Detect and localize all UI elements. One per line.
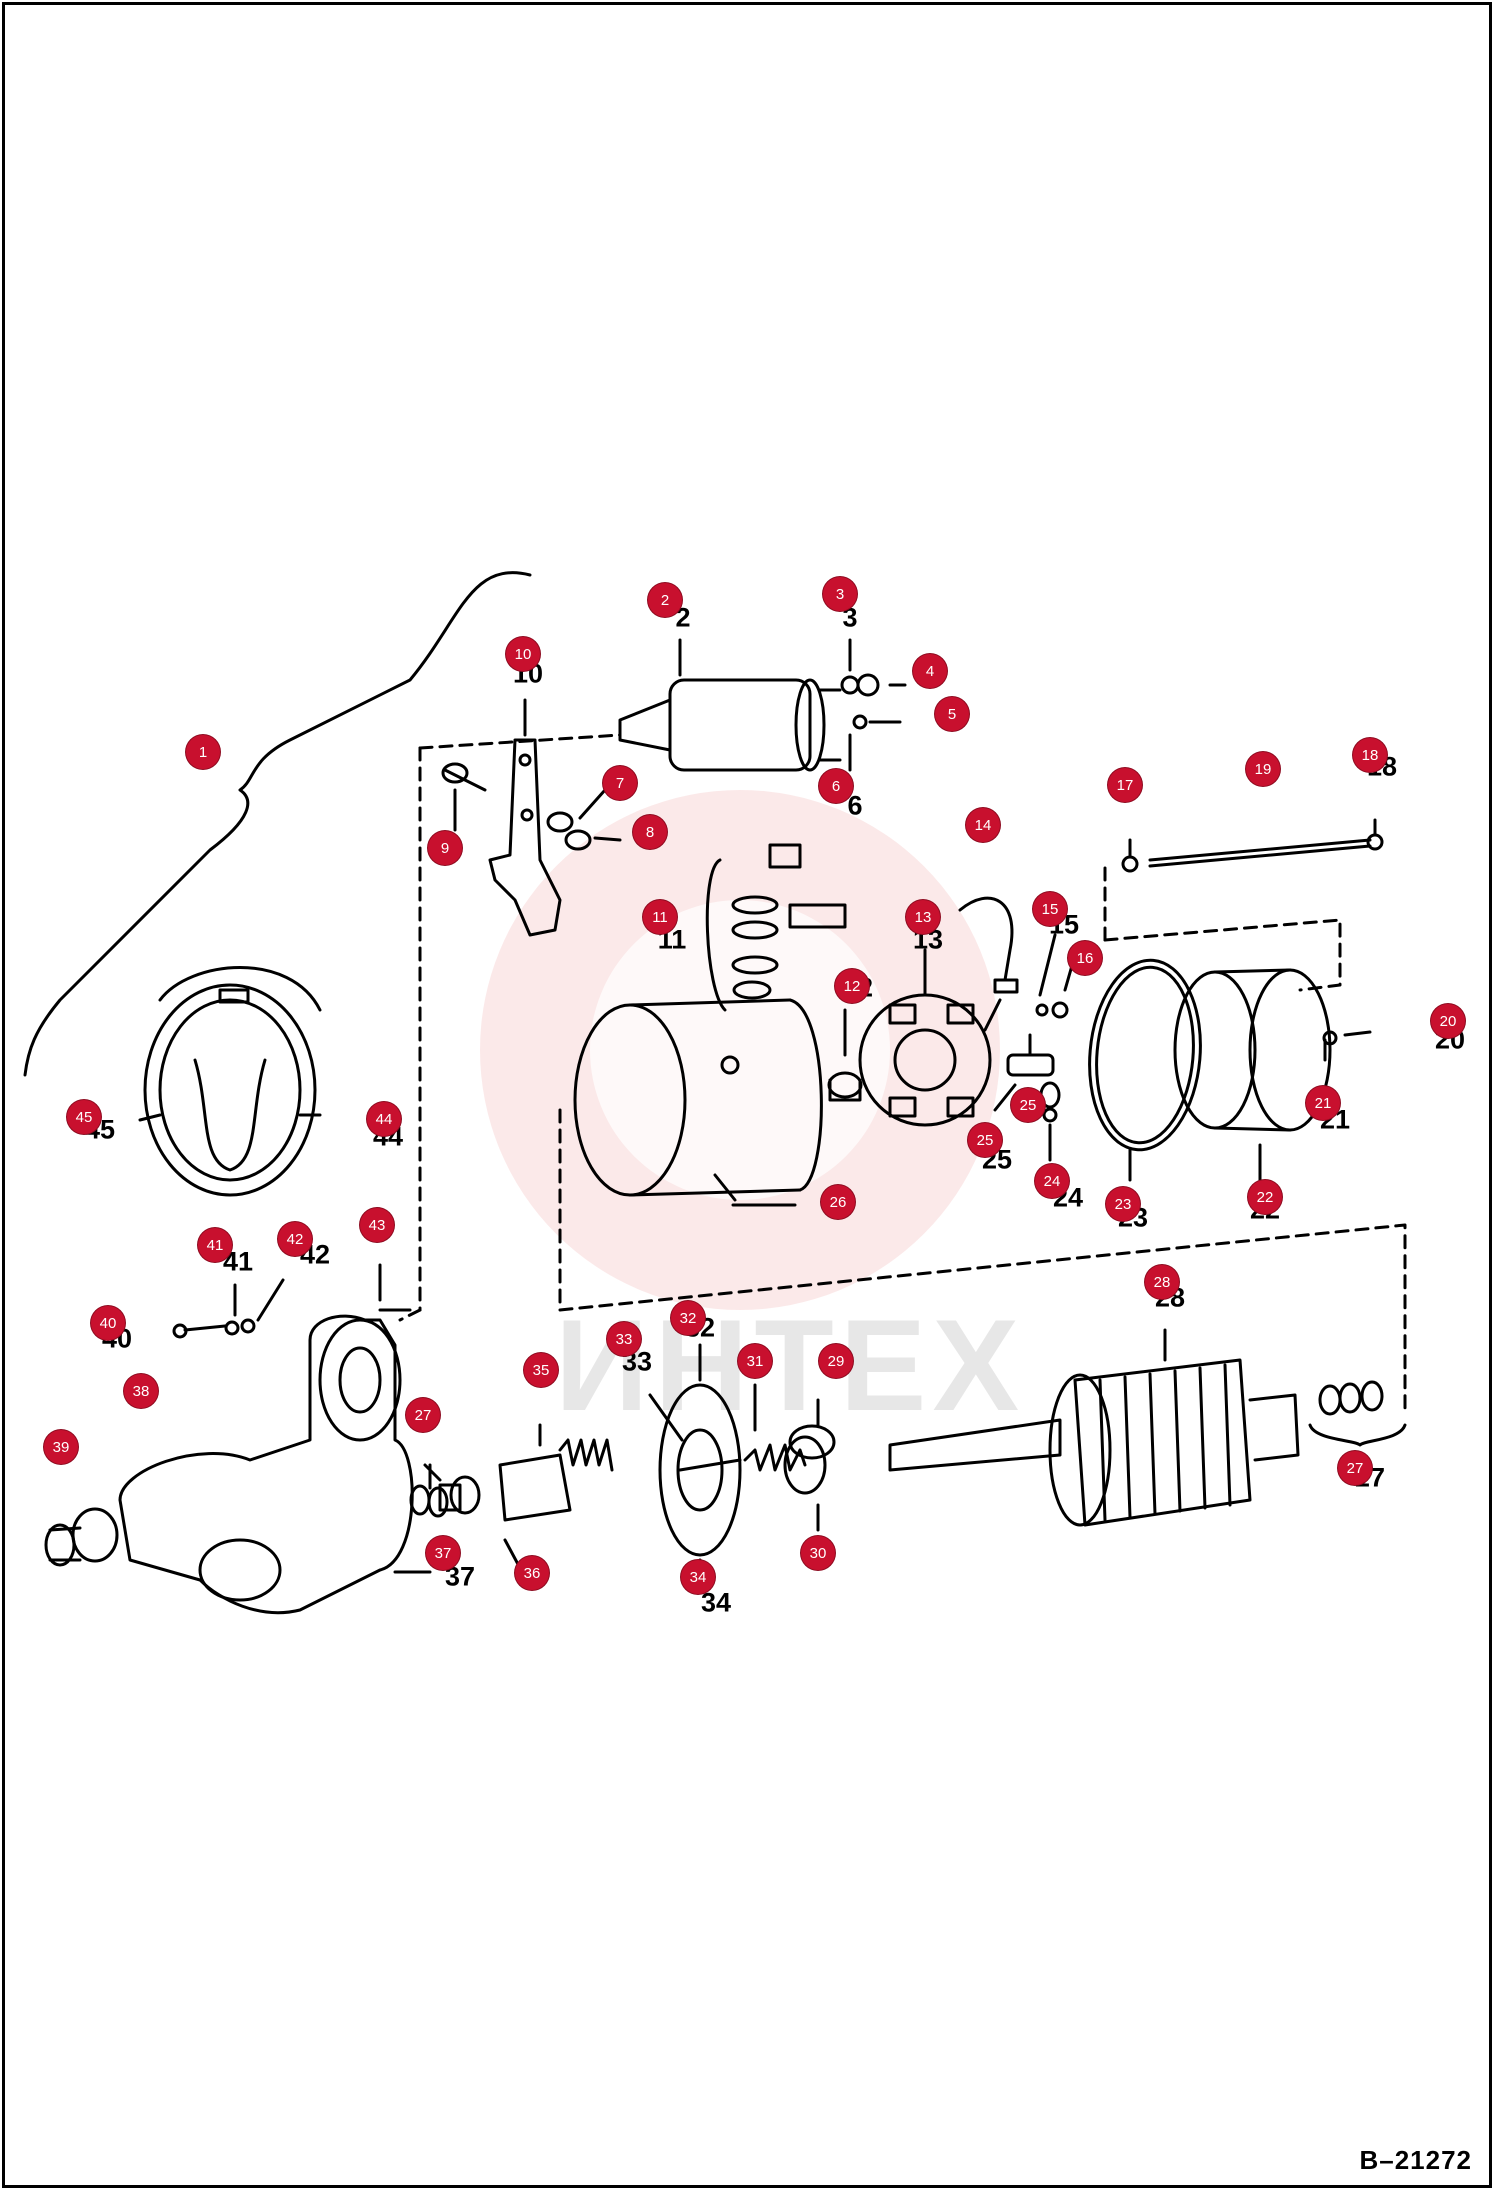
callout-14[interactable]: 14 — [966, 808, 1000, 842]
callout-2[interactable]: 2 — [648, 583, 682, 617]
callout-32[interactable]: 32 — [671, 1301, 705, 1335]
printed-label: 3 — [842, 602, 858, 633]
callout-5[interactable]: 5 — [935, 697, 969, 731]
callout-29[interactable]: 29 — [819, 1344, 853, 1378]
callout-23[interactable]: 23 — [1106, 1187, 1140, 1221]
callout-24[interactable]: 24 — [1035, 1164, 1069, 1198]
callout-19[interactable]: 19 — [1246, 752, 1280, 786]
callout-30[interactable]: 30 — [801, 1536, 835, 1570]
callout-6[interactable]: 6 — [819, 769, 853, 803]
callout-43[interactable]: 43 — [360, 1208, 394, 1242]
callout-34[interactable]: 34 — [681, 1560, 715, 1594]
callout-40[interactable]: 40 — [91, 1306, 125, 1340]
callout-21[interactable]: 21 — [1306, 1086, 1340, 1120]
callout-35[interactable]: 35 — [524, 1353, 558, 1387]
callout-25a[interactable]: 25 — [968, 1123, 1002, 1157]
callout-27b[interactable]: 27 — [1338, 1451, 1372, 1485]
callout-12[interactable]: 12 — [835, 969, 869, 1003]
callout-8[interactable]: 8 — [633, 815, 667, 849]
figure-id: B–21272 — [1359, 2145, 1472, 2175]
printed-label: 34 — [700, 1587, 732, 1618]
printed-label: 2 — [675, 602, 691, 633]
callout-33[interactable]: 33 — [607, 1322, 641, 1356]
printed-label: 6 — [847, 790, 863, 821]
callout-26[interactable]: 26 — [821, 1185, 855, 1219]
callout-18[interactable]: 18 — [1353, 738, 1387, 772]
callout-36[interactable]: 36 — [515, 1556, 549, 1590]
callout-10[interactable]: 10 — [506, 637, 540, 671]
callout-27a[interactable]: 27 — [406, 1398, 440, 1432]
callout-15[interactable]: 15 — [1033, 892, 1067, 926]
callout-4[interactable]: 4 — [913, 654, 947, 688]
callout-20[interactable]: 20 — [1431, 1004, 1465, 1038]
callout-13[interactable]: 13 — [906, 900, 940, 934]
callout-17[interactable]: 17 — [1108, 768, 1142, 802]
callout-42[interactable]: 42 — [278, 1222, 312, 1256]
callout-41[interactable]: 41 — [198, 1228, 232, 1262]
callout-31[interactable]: 31 — [738, 1344, 772, 1378]
callout-3[interactable]: 3 — [823, 577, 857, 611]
callout-45[interactable]: 45 — [67, 1100, 101, 1134]
callout-7[interactable]: 7 — [603, 766, 637, 800]
callout-44[interactable]: 44 — [367, 1102, 401, 1136]
callout-25b[interactable]: 25 — [1011, 1088, 1045, 1122]
callout-37[interactable]: 37 — [426, 1536, 460, 1570]
callout-16[interactable]: 16 — [1068, 941, 1102, 975]
callout-11[interactable]: 11 — [643, 900, 677, 934]
callout-28[interactable]: 28 — [1145, 1265, 1179, 1299]
callout-1[interactable]: 1 — [186, 735, 220, 769]
callout-22[interactable]: 22 — [1248, 1180, 1282, 1214]
callout-38[interactable]: 38 — [124, 1374, 158, 1408]
callout-9[interactable]: 9 — [428, 831, 462, 865]
watermark-text: ИНТЕХ — [555, 1292, 1026, 1438]
callout-39[interactable]: 39 — [44, 1430, 78, 1464]
